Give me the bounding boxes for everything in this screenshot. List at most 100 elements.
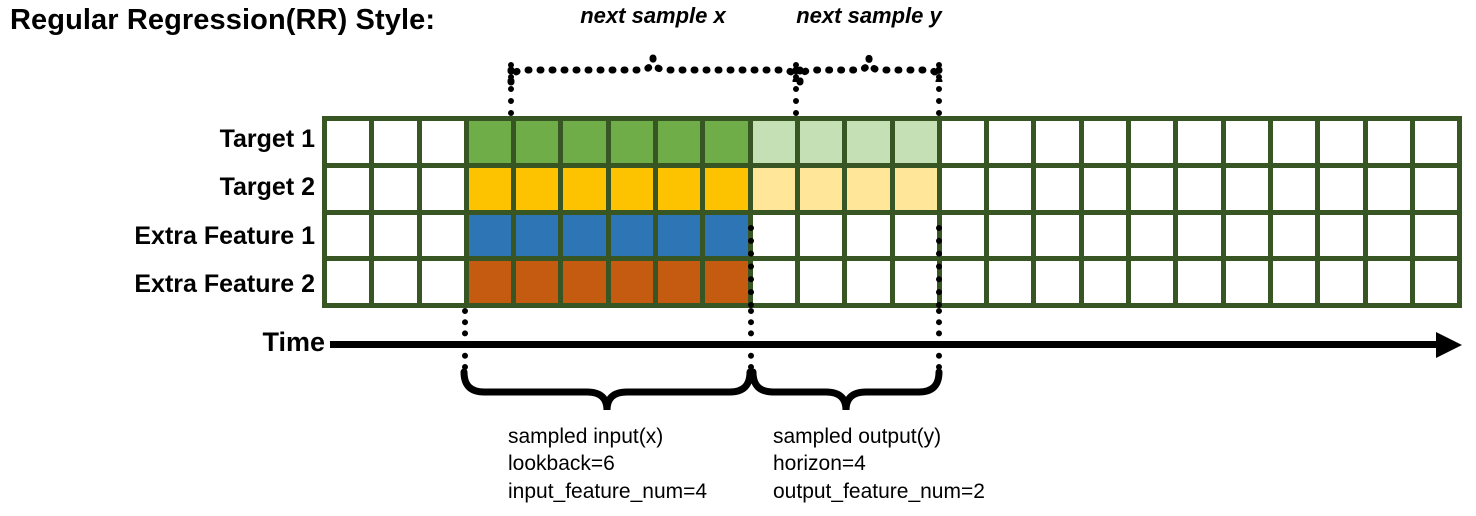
grid-cell-input <box>705 121 748 163</box>
grid-cell-empty <box>989 121 1032 163</box>
grid-cell-empty <box>421 121 464 163</box>
grid-cell-empty <box>989 214 1032 257</box>
grid-cell-input <box>516 261 559 303</box>
grid-cell-empty <box>421 214 464 257</box>
annotation-output-line-1: sampled output(y) <box>773 425 942 448</box>
annotation-input-line-2: lookback=6 <box>508 452 615 476</box>
grid-cell-output <box>847 167 890 210</box>
timeseries-grid <box>322 116 1462 308</box>
grid-cell-empty <box>374 261 417 303</box>
boundary-line-output-end-lower <box>936 308 942 370</box>
grid-cell-empty <box>1036 261 1079 303</box>
grid-cell-empty <box>1131 121 1174 163</box>
grid-cell-empty <box>1178 121 1221 163</box>
grid-cell-empty <box>1083 121 1127 163</box>
grid-cell-empty <box>941 214 985 257</box>
grid-cell-empty <box>1272 214 1316 257</box>
grid-cell-output <box>894 121 937 163</box>
grid-cell-output <box>894 167 937 210</box>
grid-cell-empty <box>1178 167 1221 210</box>
grid-cell-input <box>658 167 701 210</box>
grid-cell-input <box>610 121 654 163</box>
grid-cell-empty <box>1320 214 1363 257</box>
grid-cell-empty <box>941 167 985 210</box>
grid-cell-input <box>705 261 748 303</box>
row-label-column: Target 1 Target 2 Extra Feature 1 Extra … <box>30 0 315 297</box>
grid-cell-empty <box>374 214 417 257</box>
grid-cell-input <box>468 214 512 257</box>
boundary-line-input-start <box>508 62 514 116</box>
grid-cell-input <box>658 121 701 163</box>
grid-cell-empty <box>1367 261 1410 303</box>
grid-cell-input <box>610 261 654 303</box>
grid-cell-output <box>799 167 843 210</box>
grid-cell-empty <box>1036 167 1079 210</box>
grid-cell-empty <box>1320 261 1363 303</box>
grid-cell-input <box>705 214 748 257</box>
grid-cell-input <box>705 167 748 210</box>
grid-row-target-2 <box>327 167 1458 210</box>
grid-cell-empty <box>327 261 370 303</box>
page-title: Regular Regression(RR) Style: <box>10 4 436 36</box>
grid-cell-empty <box>1367 167 1410 210</box>
grid-cell-input <box>516 167 559 210</box>
grid-cell-empty <box>1178 214 1221 257</box>
grid-cell-empty <box>1320 121 1363 163</box>
grid-cell-empty <box>1225 214 1268 257</box>
grid-cell-output <box>799 121 843 163</box>
grid-cell-output <box>752 121 795 163</box>
grid-cell-empty <box>1367 121 1410 163</box>
grid-cell-empty <box>941 121 985 163</box>
bottom-brace-input <box>460 368 754 411</box>
grid-cell-empty <box>1225 121 1268 163</box>
grid-cell-empty <box>1083 167 1127 210</box>
time-axis-label: Time <box>262 327 325 357</box>
grid-cell-empty <box>989 167 1032 210</box>
annotation-output-line-2: horizon=4 <box>773 452 866 476</box>
annotation-sampled-input: sampled input(x) lookback=6 input_featur… <box>508 423 707 505</box>
row-label-extra-feature-1: Extra Feature 1 <box>134 222 315 250</box>
row-label-target-1: Target 1 <box>219 125 315 153</box>
boundary-line-xy-split-mid <box>748 225 754 308</box>
time-axis-line <box>330 341 1448 348</box>
grid-cell-empty <box>847 214 890 257</box>
grid-cell-output <box>752 167 795 210</box>
grid-cell-empty <box>752 261 795 303</box>
grid-cell-empty <box>1131 214 1174 257</box>
row-label-extra-feature-2: Extra Feature 2 <box>134 270 315 298</box>
grid-cell-empty <box>374 167 417 210</box>
grid-cell-empty <box>752 214 795 257</box>
grid-cell-input <box>610 214 654 257</box>
annotation-input-line-3: input_feature_num=4 <box>508 479 708 503</box>
boundary-line-xy-split <box>793 62 799 116</box>
top-brace-label-x: next sample x <box>580 3 726 28</box>
grid-cell-empty <box>1131 261 1174 303</box>
grid-cell-empty <box>1178 261 1221 303</box>
grid-cell-empty <box>1225 167 1268 210</box>
right-arrow-icon <box>1436 332 1462 358</box>
grid-cell-empty <box>1225 261 1268 303</box>
grid-cell-empty <box>1083 214 1127 257</box>
grid-cell-input <box>658 214 701 257</box>
grid-cell-empty <box>799 261 843 303</box>
annotation-sampled-output: sampled output(y) horizon=4 output_featu… <box>773 423 985 505</box>
grid-cell-empty <box>1272 167 1316 210</box>
boundary-line-output-end-mid <box>936 225 942 308</box>
grid-cell-input <box>516 214 559 257</box>
annotation-input-line-1: sampled input(x) <box>508 425 664 448</box>
grid-cell-input <box>563 261 606 303</box>
grid-cell-empty <box>1414 261 1458 303</box>
grid-cell-empty <box>1036 214 1079 257</box>
grid-cell-empty <box>941 261 985 303</box>
grid-cell-input <box>563 214 606 257</box>
grid-cell-empty <box>894 214 937 257</box>
grid-row-extra-feature-1 <box>327 214 1458 257</box>
grid-cell-empty <box>1414 121 1458 163</box>
top-brace-label-y: next sample y <box>796 3 942 28</box>
grid-cell-input <box>468 121 512 163</box>
grid-cell-empty <box>327 214 370 257</box>
grid-cell-output <box>847 121 890 163</box>
grid-cell-input <box>658 261 701 303</box>
grid-cell-input <box>468 167 512 210</box>
